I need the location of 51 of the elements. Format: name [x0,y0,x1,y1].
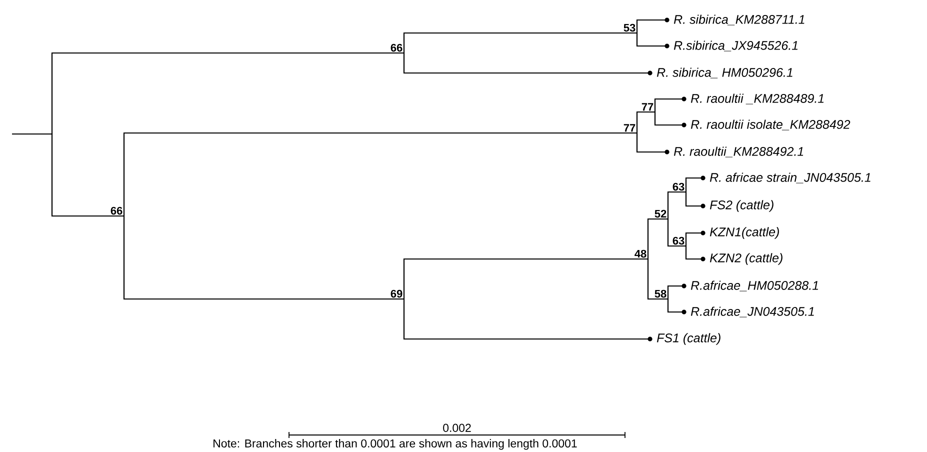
taxon-label: R.sibirica_JX945526.1 [674,40,798,52]
taxon-label: R. africae strain_JN043505.1 [710,172,870,184]
branch-line [685,192,703,207]
branch-line [403,53,650,74]
branch-line [51,52,404,134]
branch-line [636,133,667,153]
taxon-label: R. raoultii_KM288492.1 [674,146,804,158]
taxon-label: R. raoultii isolate_KM288492 [690,120,850,130]
bootstrap-value: 69 [390,290,402,298]
branch-line [123,216,404,300]
branch-line [667,299,684,313]
taxon-label: KZN2 (cattle) [710,253,782,265]
bootstrap-value: 52 [654,210,666,218]
bootstrap-value: 77 [624,124,636,132]
taxon-label: FS2 (cattle) [710,200,774,212]
bootstrap-value: 58 [654,290,666,298]
branch-line [654,98,684,112]
taxon-label: R. raoultii _KM288489.1 [690,94,824,104]
branch-line [647,259,668,300]
bootstrap-value: 66 [110,206,122,215]
branch-line [667,219,686,247]
branch-line [403,32,637,53]
branch-line [685,177,703,192]
branch-line [667,191,686,219]
branch-line [51,134,124,217]
branch-line [636,111,655,133]
branch-line [403,258,648,299]
taxon-label: R. sibirica_ HM050296.1 [656,68,792,78]
branch-line [685,246,703,260]
bootstrap-value: 77 [642,103,654,111]
branch-line [12,133,52,135]
taxon-label: KZN1(cattle) [710,227,779,239]
taxon-label: R.africae_HM050288.1 [690,280,818,292]
branch-line [123,132,637,216]
branch-line [647,218,668,259]
bootstrap-value: 66 [390,44,402,52]
branch-line [685,232,703,246]
branch-line [636,19,667,33]
bootstrap-value: 63 [672,182,684,191]
bootstrap-value: 48 [634,250,646,258]
branch-line [654,112,684,126]
taxon-label: FS1 (cattle) [656,333,720,345]
taxon-label: R. sibirica_KM288711.1 [674,14,804,26]
bootstrap-value: 53 [624,24,636,32]
bootstrap-value: 63 [672,236,684,245]
branch-line [636,33,667,47]
note: Note: Branches shorter than 0.0001 are shown as having length 0.0001 [214,439,577,450]
scale-value: 0.002 [443,424,471,432]
taxon-label: R.africae_JN043505.1 [690,306,814,318]
branch-line [403,299,650,340]
branch-line [667,285,684,299]
